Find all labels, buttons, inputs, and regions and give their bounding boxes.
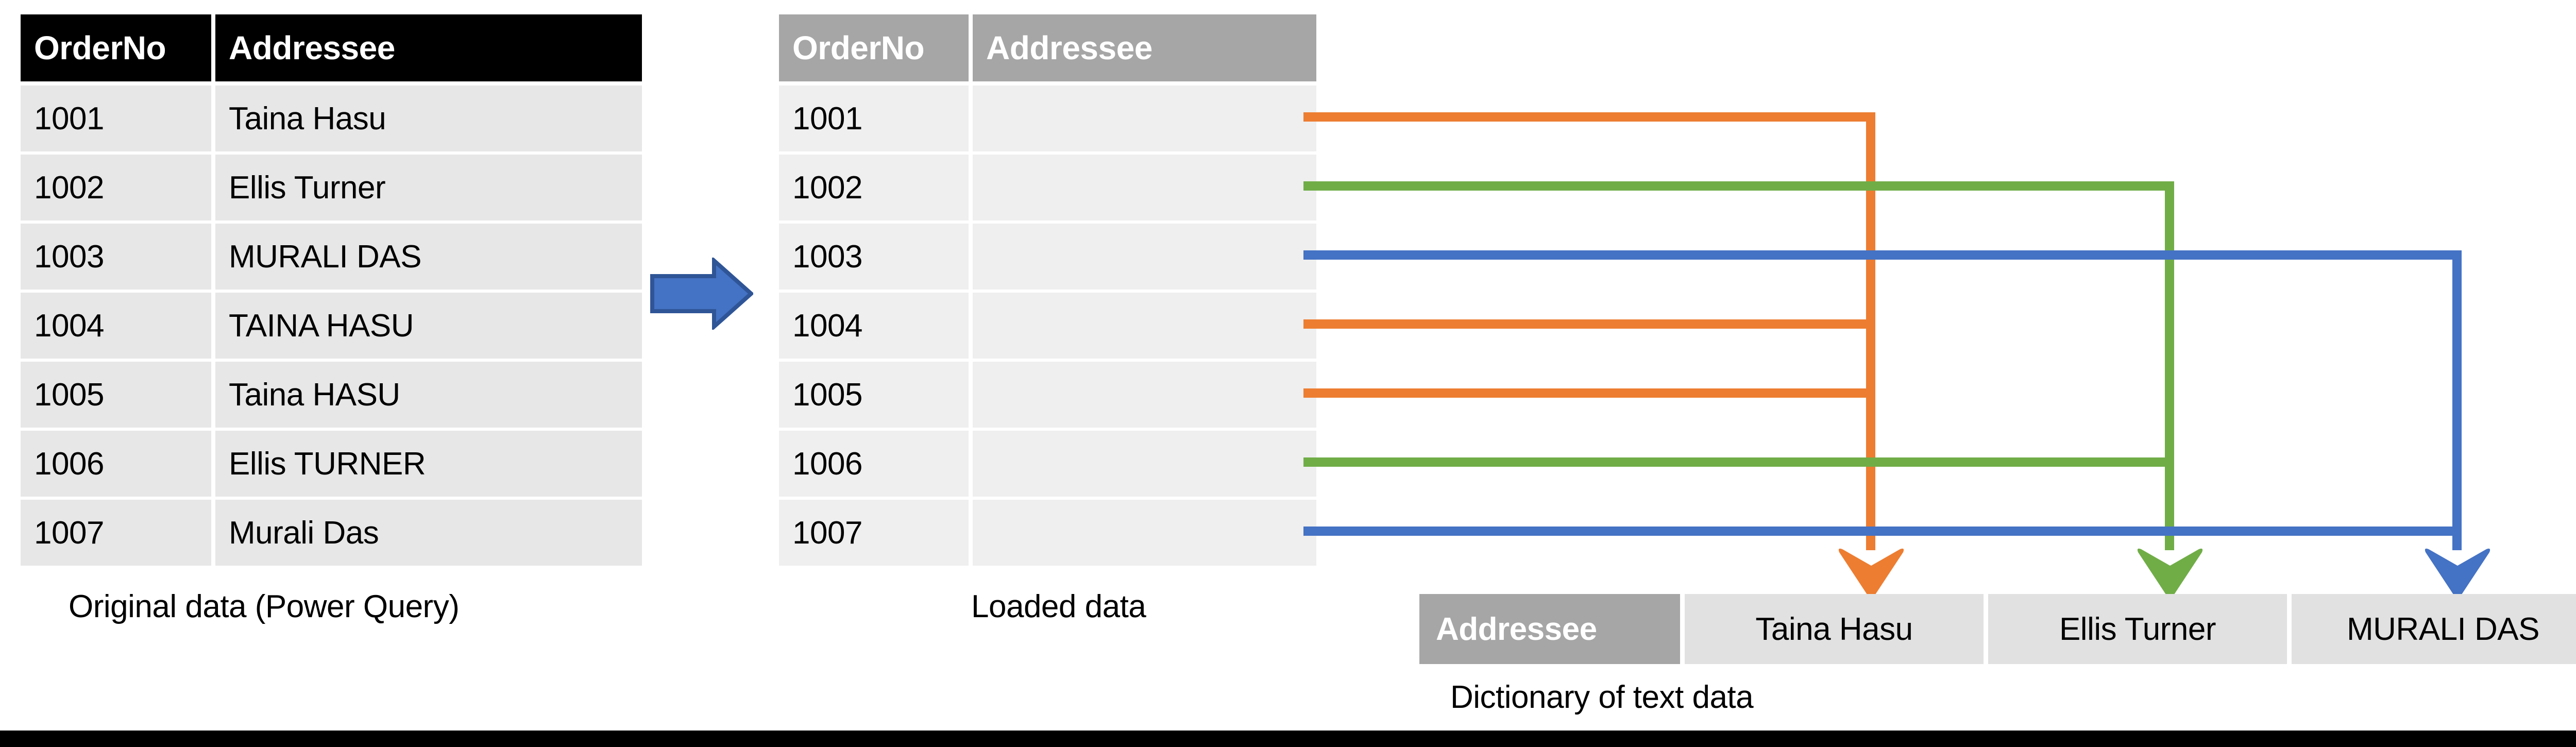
loaded-cell-orderno: 1001: [779, 86, 969, 151]
connector-green-arrowhead-icon: [2133, 541, 2207, 604]
dictionary-header-addressee: Addressee: [1419, 594, 1680, 664]
original-header-orderno: OrderNo: [21, 14, 211, 81]
table-row: 1003: [779, 224, 1316, 290]
original-cell-orderno: 1004: [21, 293, 211, 359]
loaded-cell-addressee: [973, 155, 1316, 220]
table-row: 1005 Taina HASU: [21, 362, 642, 428]
original-table-header-row: OrderNo Addressee: [21, 14, 642, 81]
loaded-cell-addressee: [973, 224, 1316, 290]
dictionary-value-2: MURALI DAS: [2292, 594, 2576, 664]
dictionary-caption: Dictionary of text data: [1450, 680, 1754, 715]
original-cell-addressee: Ellis TURNER: [215, 431, 642, 497]
loaded-cell-orderno: 1004: [779, 293, 969, 359]
loaded-cell-orderno: 1007: [779, 500, 969, 566]
original-cell-addressee: Taina Hasu: [215, 86, 642, 151]
table-row: 1005: [779, 362, 1316, 428]
loaded-cell-addressee: [973, 293, 1316, 359]
loaded-cell-addressee: [973, 500, 1316, 566]
dictionary-value-1: Ellis Turner: [1988, 594, 2287, 664]
original-table-caption: Original data (Power Query): [69, 589, 460, 624]
original-cell-orderno: 1001: [21, 86, 211, 151]
original-cell-orderno: 1003: [21, 224, 211, 290]
original-header-addressee: Addressee: [215, 14, 642, 81]
loaded-cell-orderno: 1005: [779, 362, 969, 428]
table-row: 1007: [779, 500, 1316, 566]
loaded-header-orderno: OrderNo: [779, 14, 969, 81]
loaded-cell-orderno: 1002: [779, 155, 969, 220]
table-row: 1002: [779, 155, 1316, 220]
original-cell-addressee: Murali Das: [215, 500, 642, 566]
loaded-header-addressee: Addressee: [973, 14, 1316, 81]
connector-blue-arrowhead-icon: [2420, 541, 2495, 604]
table-row: 1006: [779, 431, 1316, 497]
loaded-cell-addressee: [973, 86, 1316, 151]
loaded-cell-addressee: [973, 362, 1316, 428]
original-cell-orderno: 1005: [21, 362, 211, 428]
table-row: 1003 MURALI DAS: [21, 224, 642, 290]
bottom-bar: [0, 731, 2576, 747]
loaded-cell-orderno: 1006: [779, 431, 969, 497]
original-cell-addressee: TAINA HASU: [215, 293, 642, 359]
loaded-table-header-row: OrderNo Addressee: [779, 14, 1316, 81]
flow-right-arrow-icon: [650, 256, 755, 331]
table-row: 1007 Murali Das: [21, 500, 642, 566]
table-row: 1002 Ellis Turner: [21, 155, 642, 220]
original-cell-orderno: 1002: [21, 155, 211, 220]
loaded-cell-orderno: 1003: [779, 224, 969, 290]
table-row: 1004: [779, 293, 1316, 359]
original-cell-addressee: Ellis Turner: [215, 155, 642, 220]
table-row: 1001: [779, 86, 1316, 151]
dictionary-value-0: Taina Hasu: [1685, 594, 1984, 664]
original-cell-orderno: 1007: [21, 500, 211, 566]
original-cell-orderno: 1006: [21, 431, 211, 497]
dictionary-row: Addressee Taina Hasu Ellis Turner MURALI…: [1419, 594, 2576, 664]
table-row: 1004 TAINA HASU: [21, 293, 642, 359]
original-cell-addressee: MURALI DAS: [215, 224, 642, 290]
connector-orange-arrowhead-icon: [1834, 541, 1908, 604]
loaded-table-caption: Loaded data: [971, 589, 1146, 624]
table-row: 1001 Taina Hasu: [21, 86, 642, 151]
table-row: 1006 Ellis TURNER: [21, 431, 642, 497]
original-cell-addressee: Taina HASU: [215, 362, 642, 428]
loaded-cell-addressee: [973, 431, 1316, 497]
